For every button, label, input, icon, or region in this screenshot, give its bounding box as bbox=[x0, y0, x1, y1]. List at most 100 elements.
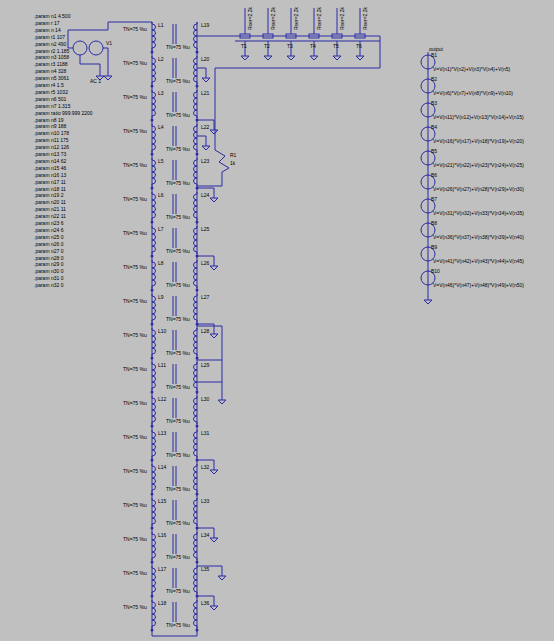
component-name: R1 bbox=[230, 152, 236, 158]
inductor-symbol bbox=[152, 362, 156, 390]
ground-lead bbox=[214, 126, 215, 130]
component-name: B10 bbox=[431, 268, 440, 274]
component-name: B7 bbox=[431, 196, 437, 202]
param-directive: .param ratio 999.999 2200 bbox=[34, 110, 93, 116]
ground-symbol bbox=[210, 334, 218, 338]
ground-lead bbox=[222, 572, 223, 576]
component-value: Rser=2.2k bbox=[339, 7, 345, 30]
component-value: TN=75 %u bbox=[165, 588, 191, 594]
component-name: T3 bbox=[287, 43, 293, 49]
junction-dot bbox=[151, 459, 154, 462]
component-name: L1 bbox=[158, 22, 164, 28]
ground-symbol bbox=[210, 606, 218, 610]
param-directive: .param n15 46 bbox=[34, 165, 66, 171]
bsource-formula: V=V(n6)*V(n7)+V(n8)*V(n9)+V(n10) bbox=[433, 90, 513, 96]
component-name: L24 bbox=[201, 192, 209, 198]
component-value: TN=75 %u bbox=[123, 468, 147, 474]
wire bbox=[268, 8, 269, 34]
inductor-symbol bbox=[152, 226, 156, 254]
wire bbox=[197, 382, 222, 383]
param-directive: .param r2 1.185 bbox=[34, 48, 69, 54]
inductor-symbol bbox=[194, 464, 197, 492]
component-name: T6 bbox=[356, 43, 362, 49]
param-directive: .param n2 490 bbox=[34, 41, 66, 47]
ground-symbol bbox=[310, 56, 318, 60]
ground-lead bbox=[214, 466, 215, 470]
component-value: TN=75 %u bbox=[123, 570, 147, 576]
junction-dot bbox=[151, 187, 154, 190]
component-name: L34 bbox=[201, 532, 209, 538]
param-directive: .param n23 6 bbox=[34, 220, 63, 226]
net-label: output bbox=[429, 46, 443, 52]
component-name: L10 bbox=[158, 328, 166, 334]
wire bbox=[152, 22, 197, 636]
ground-lead bbox=[428, 296, 429, 300]
param-directive: .param n10 178 bbox=[34, 130, 69, 136]
inductor-symbol bbox=[194, 532, 197, 560]
inductor-symbol bbox=[152, 260, 156, 288]
ground-lead bbox=[222, 396, 223, 400]
inductor-symbol bbox=[152, 566, 156, 594]
junction-dot bbox=[151, 425, 154, 428]
inductor-symbol bbox=[152, 430, 156, 458]
source-symbol bbox=[73, 41, 87, 55]
junction-dot bbox=[196, 391, 199, 394]
component-value: TN=75 %u bbox=[123, 196, 147, 202]
param-directive: .param n24 6 bbox=[34, 227, 63, 233]
component-value: TN=75 %u bbox=[165, 554, 191, 560]
component-name: B9 bbox=[431, 244, 437, 250]
inductor-symbol bbox=[152, 124, 156, 152]
component-value: TN=75 %u bbox=[165, 248, 191, 254]
ground-symbol bbox=[210, 198, 218, 202]
junction-dot bbox=[196, 85, 199, 88]
component-value: TN=75 %u bbox=[165, 146, 191, 152]
inductor-symbol bbox=[152, 22, 156, 50]
inductor-symbol bbox=[152, 464, 156, 492]
component-name: T5 bbox=[333, 43, 339, 49]
component-name: T4 bbox=[310, 43, 316, 49]
inductor-symbol bbox=[152, 294, 156, 322]
param-directive: .param n11 175 bbox=[34, 137, 69, 143]
param-directive: .param n9 188 bbox=[34, 123, 66, 129]
bsource-formula: V=V(n1)*V(n2)+V(n3)*V(n4)+V(n5) bbox=[433, 66, 510, 72]
junction-dot bbox=[196, 153, 199, 156]
bsource-formula: V=V(n36)*V(n37)+V(n38)*V(n39)+V(n40) bbox=[433, 234, 524, 240]
component-value: TN=75 %u bbox=[165, 180, 191, 186]
junction-dot bbox=[196, 51, 199, 54]
component-name: T1 bbox=[241, 43, 247, 49]
junction-dot bbox=[151, 221, 154, 224]
component-name: L21 bbox=[201, 90, 209, 96]
param-directive: .param n22 11 bbox=[34, 213, 66, 219]
param-directive: .param n21 11 bbox=[34, 206, 66, 212]
component-name: L15 bbox=[158, 498, 166, 504]
component-name: L14 bbox=[158, 464, 166, 470]
wire bbox=[103, 48, 108, 72]
component-name: L17 bbox=[158, 566, 166, 572]
param-directive: .param n18 11 bbox=[34, 186, 66, 192]
inductor-symbol bbox=[152, 532, 156, 560]
component-name: L6 bbox=[158, 192, 164, 198]
junction-dot bbox=[151, 85, 154, 88]
component-name: L26 bbox=[201, 260, 209, 266]
component-value: TN=75 %u bbox=[123, 128, 147, 134]
bsource-formula: V=V(n26)*V(n27)+V(n28)*V(n29)+V(n30) bbox=[433, 186, 524, 192]
wire bbox=[197, 360, 222, 361]
wire bbox=[197, 68, 206, 74]
component-name: L32 bbox=[201, 464, 209, 470]
param-directive: .param n26 0 bbox=[34, 241, 63, 247]
component-name: B6 bbox=[431, 172, 437, 178]
param-directive: .param n25 0 bbox=[34, 234, 63, 240]
inductor-symbol bbox=[194, 362, 197, 390]
param-directive: .param n8 19 bbox=[34, 117, 63, 123]
ground-symbol bbox=[210, 266, 218, 270]
param-directive: .param n14 62 bbox=[34, 158, 66, 164]
wire bbox=[80, 55, 100, 72]
ground-symbol bbox=[104, 76, 112, 80]
param-directive: .param n19 2 bbox=[34, 192, 63, 198]
param-directive: .param n28 0 bbox=[34, 255, 63, 261]
component-name: B8 bbox=[431, 220, 437, 226]
param-directive: .param n32 0 bbox=[34, 282, 63, 288]
component-name: L29 bbox=[201, 362, 209, 368]
param-directive: .param n7 1.315 bbox=[34, 103, 70, 109]
ground-symbol bbox=[333, 56, 341, 60]
